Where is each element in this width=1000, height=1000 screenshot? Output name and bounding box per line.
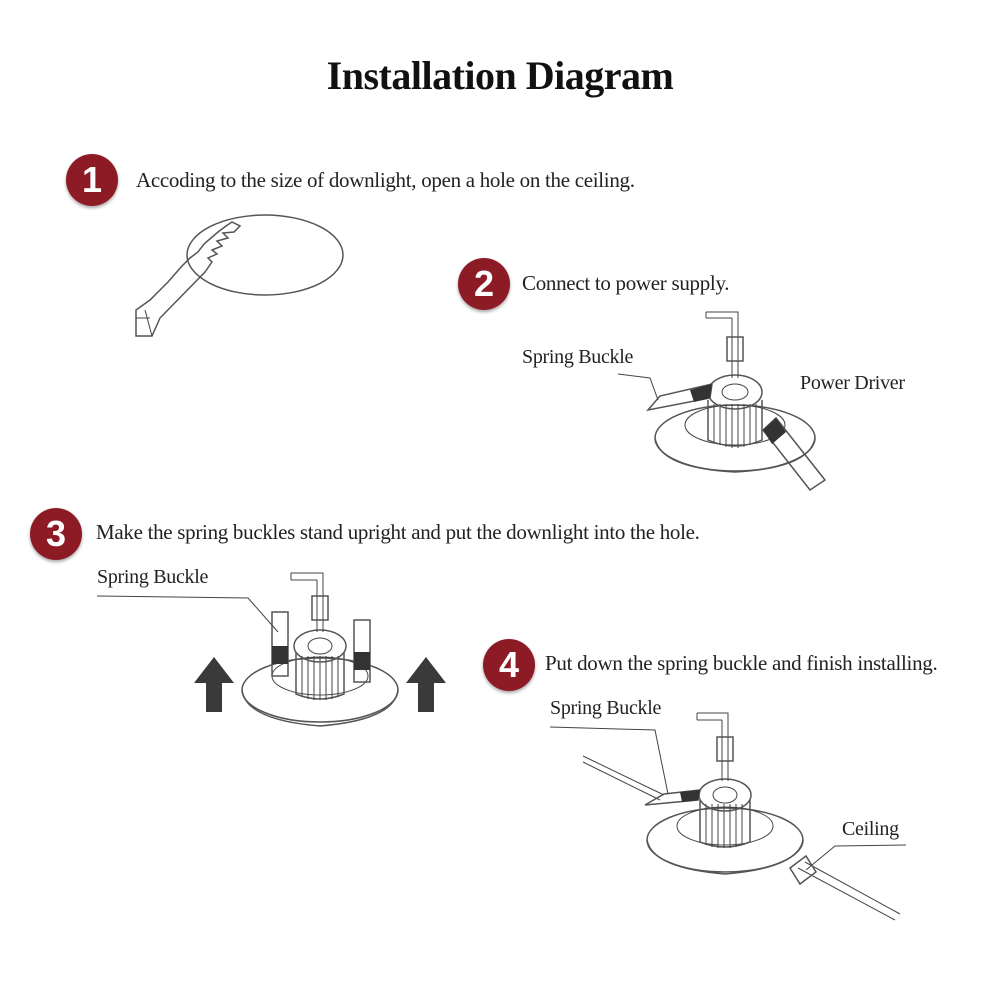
step-4-spring-buckle-label: Spring Buckle <box>550 697 662 719</box>
downlight-icon <box>549 712 907 921</box>
up-arrow-icon <box>194 657 234 712</box>
step-2-text: Connect to power supply. <box>522 271 730 295</box>
step-4-text: Put down the spring buckle and finish in… <box>545 651 938 675</box>
step-3-text: Make the spring buckles stand upright an… <box>96 520 700 544</box>
ceiling-hole <box>186 214 344 296</box>
saw-icon <box>135 221 242 337</box>
step-4-ceiling-label: Ceiling <box>842 818 899 840</box>
step-2-power-driver-label: Power Driver <box>800 372 905 394</box>
downlight-icon <box>96 572 399 727</box>
page-title: Installation Diagram <box>326 53 674 98</box>
step-4-badge: 4 <box>483 639 535 691</box>
step-1-badge: 1 <box>66 154 118 206</box>
step-3-badge: 3 <box>30 508 82 560</box>
downlight-icon <box>617 311 827 492</box>
step-2-badge: 2 <box>458 258 510 310</box>
step-2-spring-buckle-label: Spring Buckle <box>522 346 634 368</box>
step-3-spring-buckle-label: Spring Buckle <box>97 566 209 588</box>
step-1-text: Accoding to the size of downlight, open … <box>136 168 635 192</box>
up-arrow-icon <box>406 657 446 712</box>
